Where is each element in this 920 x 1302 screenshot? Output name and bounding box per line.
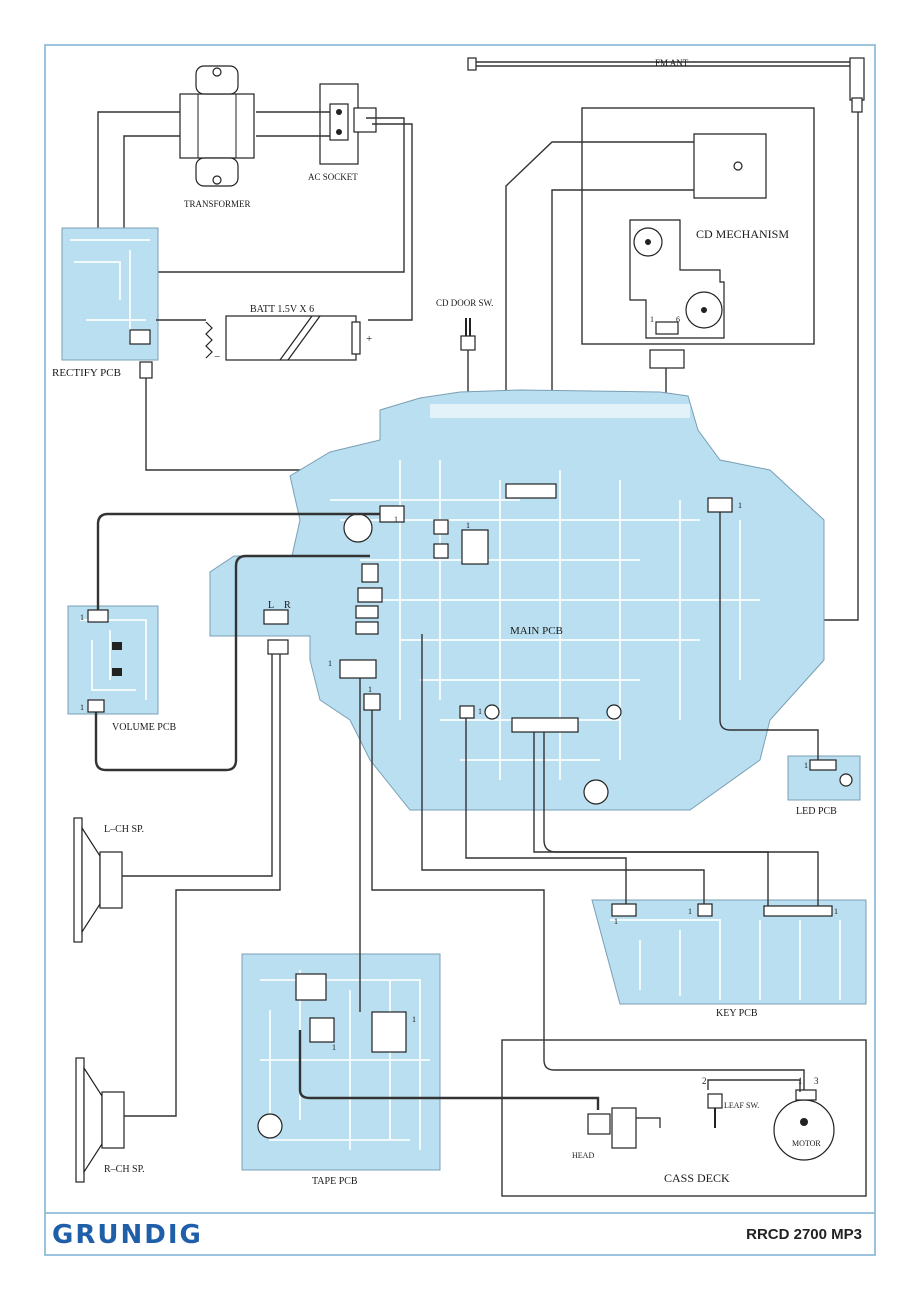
pin-1-tape-a: 1 — [332, 1043, 336, 1052]
pin-1-cd: 1 — [650, 315, 654, 324]
batt-label: BATT 1.5V X 6 — [250, 304, 314, 315]
rch-sp-label: R–CH SP. — [104, 1164, 145, 1175]
pin-1-vol-conn: 1 — [394, 515, 398, 524]
tape-pcb-label: TAPE PCB — [312, 1176, 358, 1187]
cd-cable-connector — [649, 349, 685, 369]
ac-socket — [319, 83, 377, 165]
transformer — [179, 65, 255, 187]
batt-plus-label: + — [366, 333, 372, 345]
transformer-label: TRANSFORMER — [184, 199, 251, 209]
fm-antenna — [467, 57, 865, 621]
pin-2-leaf: 2 — [702, 1076, 707, 1086]
pin-1-tape2-conn: 1 — [368, 685, 372, 694]
footer-divider — [44, 1212, 876, 1214]
main-pcb-label: MAIN PCB — [510, 625, 563, 637]
r-label: R — [284, 600, 291, 611]
l-label: L — [268, 600, 274, 611]
main-pcb — [209, 389, 825, 811]
pin-1-tape-b: 1 — [412, 1015, 416, 1024]
cd-door-switch — [460, 318, 476, 351]
pin-1-led-conn: 1 — [738, 501, 742, 510]
cass-deck-label: CASS DECK — [664, 1171, 730, 1185]
brand-logo: GRUNDIG — [52, 1220, 203, 1250]
cd-mechanism-label: CD MECHANISM — [696, 227, 789, 241]
rectify-pcb-label: RECTIFY PCB — [52, 367, 121, 379]
volume-pcb — [67, 605, 159, 715]
led-pcb — [787, 755, 861, 801]
volume-pcb-label: VOLUME PCB — [112, 722, 177, 733]
pin-1-led: 1 — [804, 761, 808, 770]
lch-sp-label: L–CH SP. — [104, 824, 144, 835]
pin-1-tape-conn: 1 — [328, 659, 332, 668]
ac-socket-label: AC SOCKET — [308, 172, 358, 182]
pin-1-volume: 1 — [80, 613, 84, 622]
page-frame — [44, 44, 876, 1256]
rectify-pcb — [61, 227, 159, 379]
right-speaker — [75, 1057, 125, 1183]
batt-minus-label: − — [214, 351, 220, 363]
battery-pack — [205, 315, 361, 361]
pin-1-key-a: 1 — [614, 917, 618, 926]
model-number: RRCD 2700 MP3 — [746, 1226, 862, 1243]
head-label: HEAD — [572, 1151, 594, 1160]
pin-1-cd-conn: 1 — [466, 521, 470, 530]
motor-label: MOTOR — [792, 1139, 821, 1148]
led-pcb-label: LED PCB — [796, 806, 837, 817]
pin-1-key-b: 1 — [688, 907, 692, 916]
speaker-connector — [267, 639, 289, 655]
pin-1-volume-b: 1 — [80, 703, 84, 712]
cd-mechanism — [581, 107, 815, 345]
pin-3-motor: 3 — [814, 1076, 819, 1086]
left-speaker — [73, 817, 123, 943]
cd-door-sw-label: CD DOOR SW. — [436, 298, 493, 308]
leaf-sw-label: LEAF SW. — [724, 1101, 759, 1110]
cass-deck — [501, 1039, 867, 1197]
key-pcb — [591, 899, 867, 1005]
key-pcb-label: KEY PCB — [716, 1008, 758, 1019]
fm-ant-label: FM ANT — [655, 58, 689, 68]
tape-pcb — [241, 953, 441, 1171]
pin-6-cd: 6 — [676, 315, 680, 324]
pin-1-key-conn: 1 — [478, 707, 482, 716]
pin-1-key-c: 1 — [834, 907, 838, 916]
